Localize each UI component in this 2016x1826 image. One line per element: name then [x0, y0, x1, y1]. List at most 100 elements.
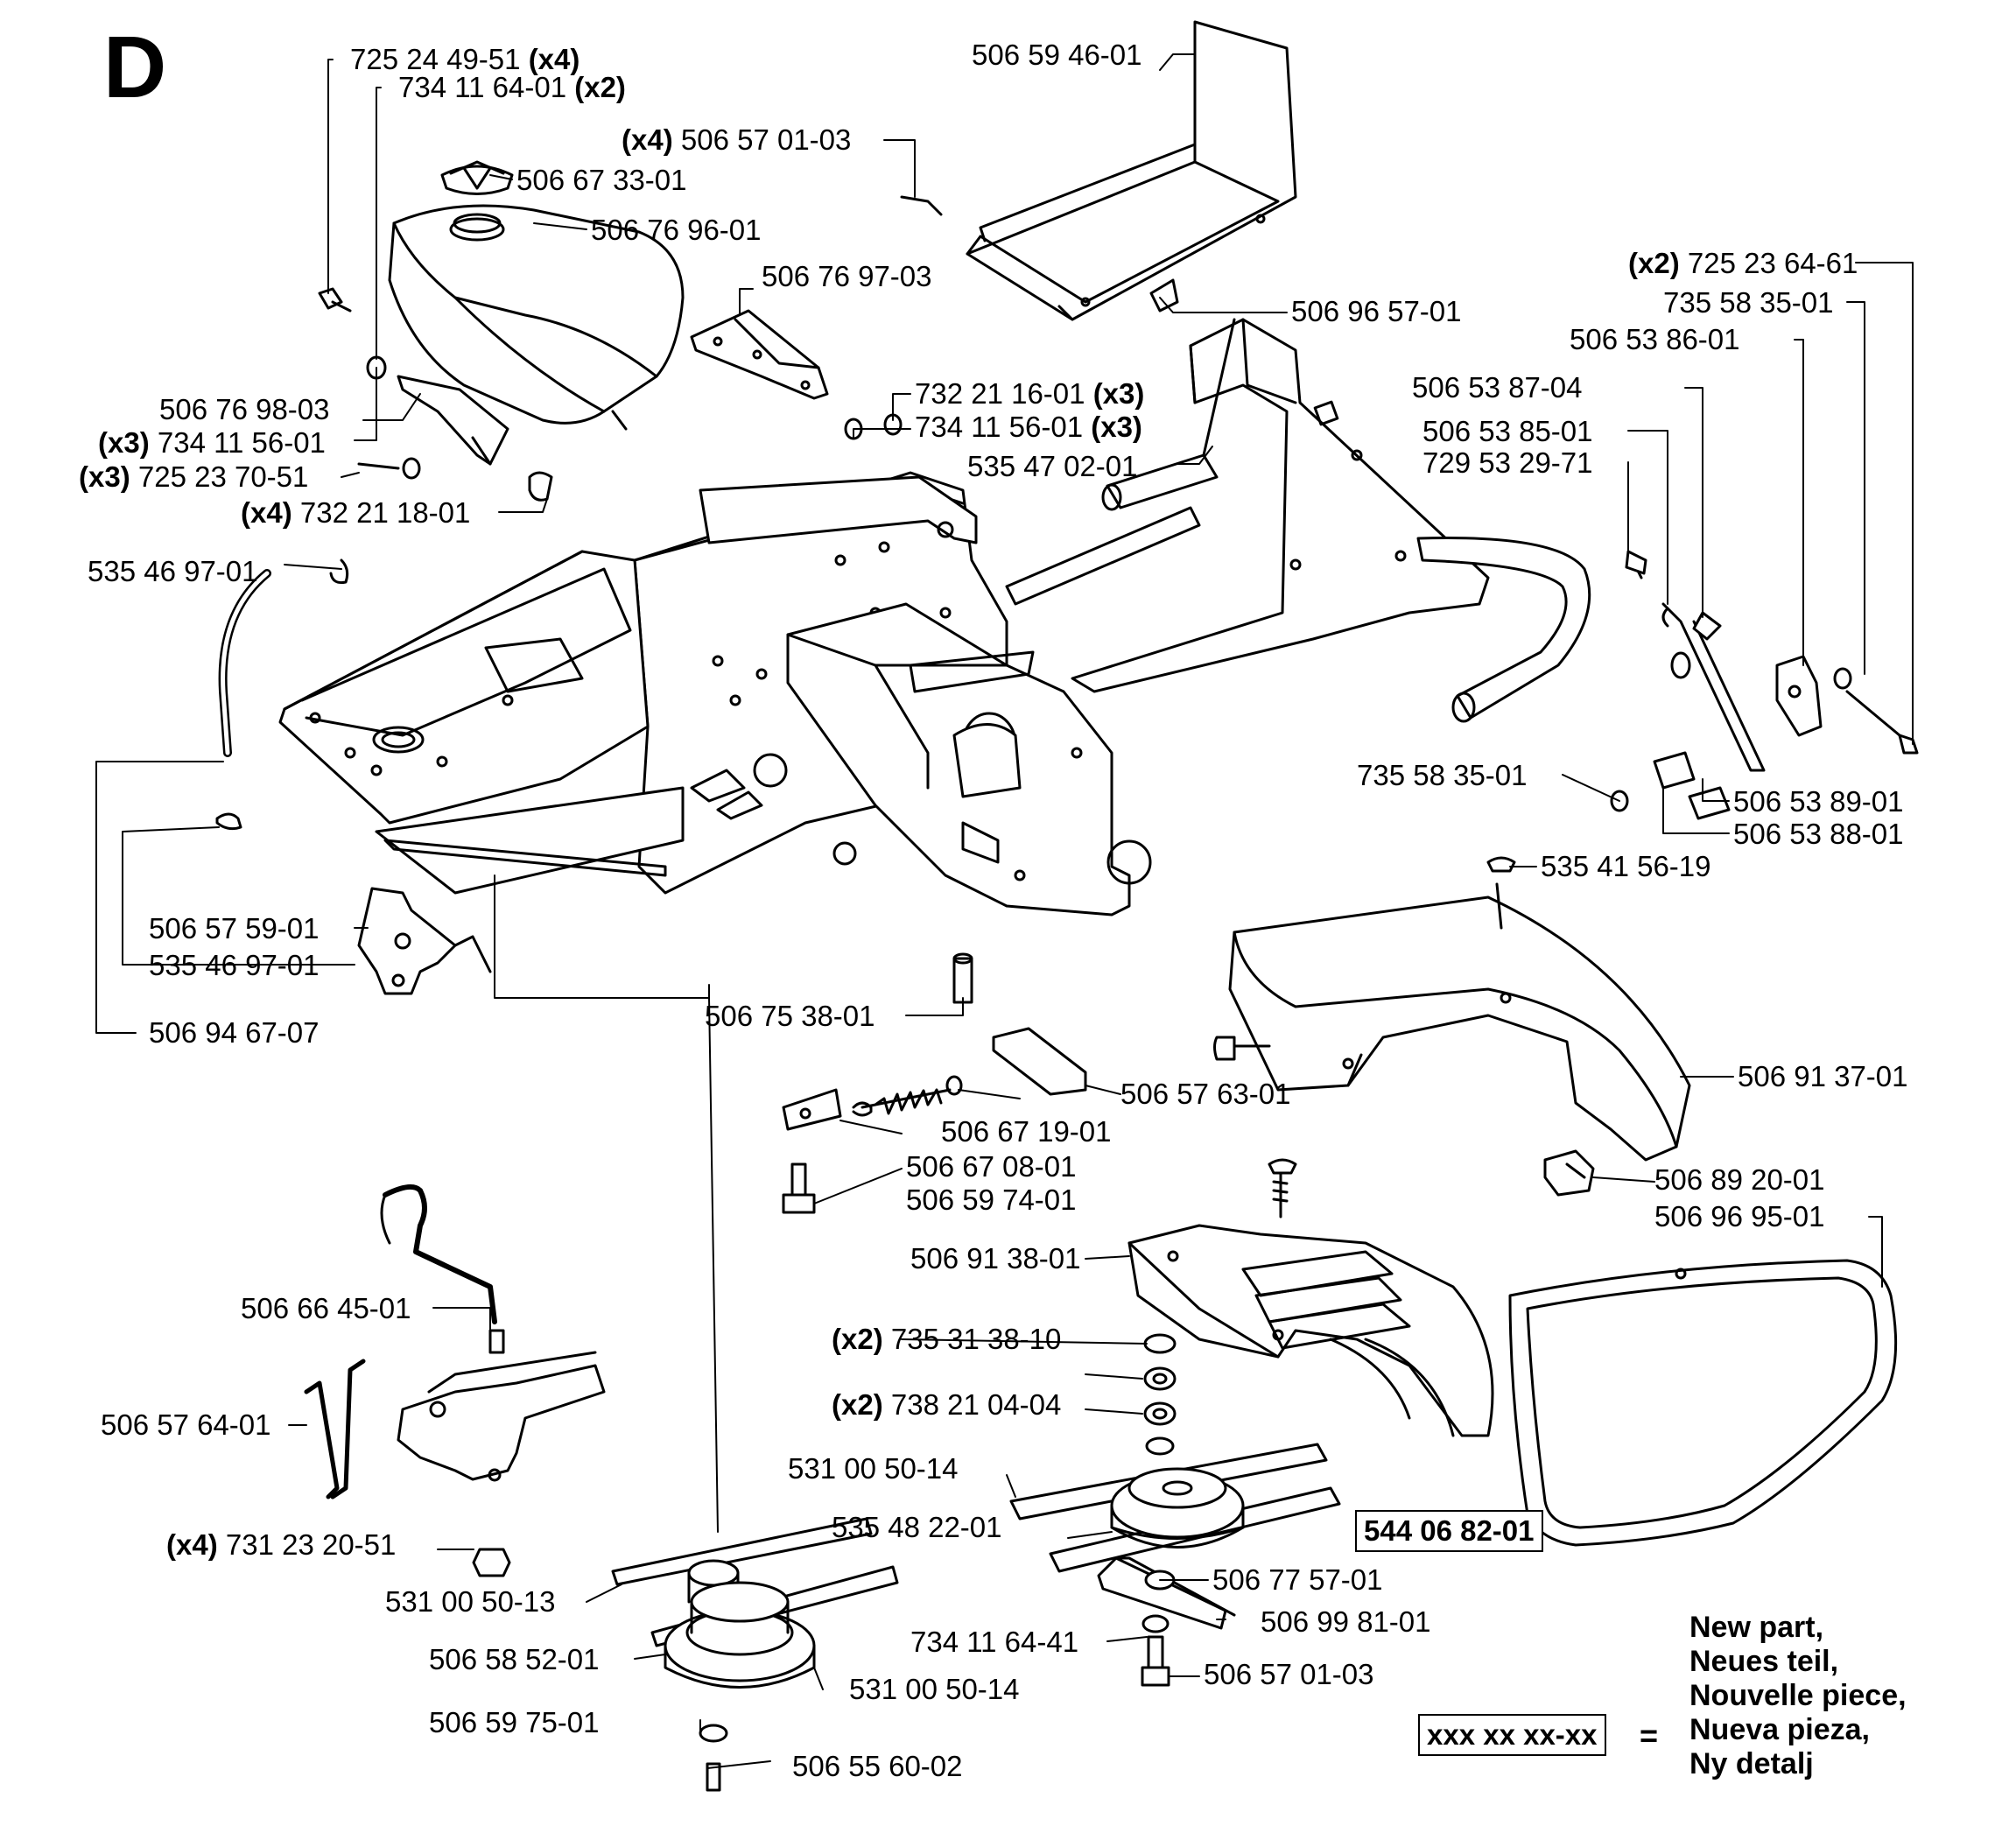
part-callout-725-23-64-61[interactable]: (x2) 725 23 64-61 [1628, 248, 1858, 279]
part-callout-506-96-57-01[interactable]: 506 96 57-01 [1291, 296, 1462, 327]
cutter-housing [786, 602, 1152, 917]
part-number: 535 48 22-01 [832, 1511, 1002, 1543]
part-number: 506 99 81-01 [1261, 1605, 1431, 1638]
part-callout-506-53-87-04[interactable]: 506 53 87-04 [1412, 372, 1583, 404]
part-callout-506-67-08-01[interactable]: 506 67 08-01 [906, 1151, 1077, 1183]
part-callout-735-58-35-01[interactable]: 735 58 35-01 [1357, 760, 1528, 791]
part-callout-506-91-38-01[interactable]: 506 91 38-01 [910, 1243, 1081, 1275]
legend-placeholder-box: xxx xx xx-xx [1418, 1714, 1606, 1756]
part-callout-506-53-86-01[interactable]: 506 53 86-01 [1570, 324, 1740, 355]
hose-clamp-bottom [215, 812, 242, 831]
part-number: 506 57 59-01 [149, 912, 320, 945]
part-callout-506-57-01-03[interactable]: 506 57 01-03 [1204, 1659, 1374, 1690]
part-callout-535-46-97-01[interactable]: 535 46 97-01 [88, 556, 258, 587]
part-callout-506-67-19-01[interactable]: 506 67 19-01 [941, 1116, 1112, 1148]
part-number: 732 21 16-01 [915, 377, 1085, 410]
part-callout-535-48-22-01[interactable]: 535 48 22-01 [832, 1512, 1002, 1543]
part-callout-732-21-18-01[interactable]: (x4) 732 21 18-01 [241, 497, 470, 529]
part-number: 506 76 96-01 [591, 214, 762, 246]
part-callout-734-11-56-01[interactable]: (x3) 734 11 56-01 [98, 427, 326, 459]
part-callout-506-57-59-01[interactable]: 506 57 59-01 [149, 913, 320, 945]
part-callout-506-66-45-01[interactable]: 506 66 45-01 [241, 1293, 411, 1324]
part-callout-531-00-50-14[interactable]: 531 00 50-14 [788, 1453, 959, 1485]
part-callout-734-11-56-01[interactable]: 734 11 56-01 (x3) [915, 411, 1142, 443]
pivot-pin [952, 952, 973, 1004]
part-callout-506-57-01-03[interactable]: (x4) 506 57 01-03 [622, 124, 851, 156]
part-callout-506-99-81-01[interactable]: 506 99 81-01 [1261, 1606, 1431, 1638]
part-number: 506 96 57-01 [1291, 295, 1462, 327]
chute-screw [1268, 1158, 1297, 1219]
part-number: 506 57 01-03 [1204, 1658, 1374, 1690]
part-callout-506-59-46-01[interactable]: 506 59 46-01 [972, 39, 1142, 71]
part-callout-506-55-60-02[interactable]: 506 55 60-02 [792, 1751, 963, 1782]
part-callout-506-58-52-01[interactable]: 506 58 52-01 [429, 1644, 600, 1675]
part-callout-506-91-37-01[interactable]: 506 91 37-01 [1738, 1061, 1908, 1092]
part-callout-738-21-04-04[interactable]: (x2) 738 21 04-04 [832, 1389, 1061, 1421]
part-callout-734-11-64-01[interactable]: 734 11 64-01 (x2) [398, 72, 626, 103]
part-callout-506-76-98-03[interactable]: 506 76 98-03 [159, 394, 330, 425]
quantity-suffix: (x3) [1092, 377, 1145, 410]
part-callout-506-77-57-01[interactable]: 506 77 57-01 [1212, 1564, 1383, 1596]
part-number: 506 55 60-02 [792, 1750, 963, 1782]
part-number: 725 24 49-51 [350, 43, 521, 75]
part-callout-535-47-02-01[interactable]: 535 47 02-01 [967, 451, 1138, 482]
fuel-tank [388, 204, 685, 425]
part-number: 506 89 20-01 [1654, 1163, 1825, 1196]
part-callout-531-00-50-13[interactable]: 531 00 50-13 [385, 1586, 556, 1618]
new-part-number[interactable]: 544 06 82-01 [1355, 1510, 1543, 1552]
front-bracket [357, 887, 492, 995]
part-number: 506 59 75-01 [429, 1706, 600, 1738]
part-callout-506-59-74-01[interactable]: 506 59 74-01 [906, 1184, 1077, 1216]
frame-clip [1149, 278, 1179, 313]
part-callout-725-23-70-51[interactable]: (x3) 725 23 70-51 [79, 461, 308, 493]
part-callout-506-94-67-07[interactable]: 506 94 67-07 [149, 1017, 320, 1049]
hose-clamp-top [329, 558, 349, 584]
legend-new-part: New part, Neues teil, Nouvelle piece, Nu… [1689, 1611, 1907, 1781]
cover-screws [1213, 856, 1516, 1061]
part-callout-734-11-64-41[interactable]: 734 11 64-41 [910, 1626, 1078, 1658]
legend-equals: = [1640, 1717, 1659, 1753]
part-callout-729-53-29-71[interactable]: 729 53 29-71 [1422, 447, 1593, 479]
leader-lines [95, 53, 1914, 1769]
part-callout-506-89-20-01[interactable]: 506 89 20-01 [1654, 1164, 1825, 1196]
legend-line: New part, [1689, 1611, 1824, 1644]
part-callout-735-31-38-10[interactable]: (x2) 735 31 38-10 [832, 1324, 1061, 1355]
part-number: 725 23 70-51 [137, 460, 309, 493]
part-number: 506 76 98-03 [159, 393, 330, 425]
part-callout-506-53-88-01[interactable]: 506 53 88-01 [1733, 818, 1904, 850]
part-callout-506-57-63-01[interactable]: 506 57 63-01 [1120, 1078, 1291, 1110]
quantity-suffix: (x4) [528, 43, 580, 75]
center-spindle-parts [1143, 1333, 1177, 1456]
part-number: 531 00 50-14 [788, 1452, 959, 1485]
rear-frame [1071, 318, 1490, 693]
lift-rod [380, 1184, 505, 1354]
part-callout-506-53-89-01[interactable]: 506 53 89-01 [1733, 786, 1904, 818]
part-number: 535 47 02-01 [967, 450, 1138, 482]
quantity-prefix: (x4) [622, 123, 673, 156]
part-callout-506-96-95-01[interactable]: 506 96 95-01 [1654, 1201, 1825, 1233]
part-callout-735-58-35-01[interactable]: 735 58 35-01 [1663, 287, 1834, 319]
part-number: 506 77 57-01 [1212, 1563, 1383, 1596]
part-number: 506 53 86-01 [1570, 323, 1740, 355]
part-callout-732-21-16-01[interactable]: 732 21 16-01 (x3) [915, 378, 1144, 410]
part-callout-531-00-50-14[interactable]: 531 00 50-14 [849, 1674, 1020, 1705]
quantity-prefix: (x3) [79, 460, 130, 493]
part-callout-725-24-49-51[interactable]: 725 24 49-51 (x4) [350, 44, 580, 75]
part-callout-731-23-20-51[interactable]: (x4) 731 23 20-51 [166, 1529, 396, 1561]
part-callout-506-75-38-01[interactable]: 506 75 38-01 [705, 1001, 875, 1032]
quantity-prefix: (x2) [1628, 247, 1680, 279]
part-callout-506-67-33-01[interactable]: 506 67 33-01 [516, 165, 687, 196]
part-number: 506 57 64-01 [101, 1408, 271, 1441]
tank-bracket-right [690, 309, 829, 400]
part-callout-506-53-85-01[interactable]: 506 53 85-01 [1422, 416, 1593, 447]
fuel-cap [440, 160, 514, 195]
part-callout-535-46-97-01[interactable]: 535 46 97-01 [149, 950, 320, 981]
quantity-suffix: (x2) [574, 71, 626, 103]
part-callout-535-41-56-19[interactable]: 535 41 56-19 [1541, 851, 1711, 882]
spring-bolt [782, 1162, 816, 1214]
part-callout-506-57-64-01[interactable]: 506 57 64-01 [101, 1409, 271, 1441]
part-callout-506-59-75-01[interactable]: 506 59 75-01 [429, 1707, 600, 1738]
part-callout-506-76-96-01[interactable]: 506 76 96-01 [591, 214, 762, 246]
center-pulley [1009, 1443, 1341, 1573]
part-callout-506-76-97-03[interactable]: 506 76 97-03 [762, 261, 932, 292]
